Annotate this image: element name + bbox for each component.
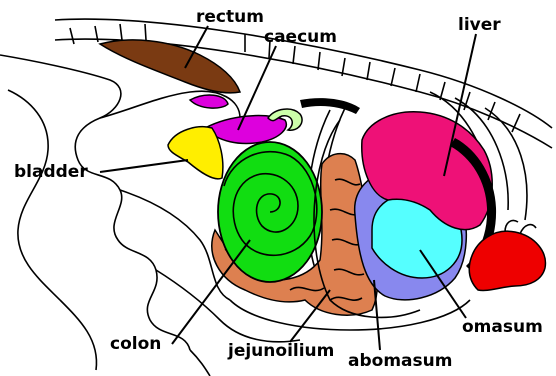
leader-bladder xyxy=(100,160,188,172)
bladder-organ xyxy=(168,127,223,179)
caecum-upper-organ xyxy=(190,95,228,108)
label-abomasum: abomasum xyxy=(348,351,452,371)
label-omasum: omasum xyxy=(462,317,543,337)
heart-organ xyxy=(469,231,545,290)
label-caecum: caecum xyxy=(264,27,337,47)
label-jejunoilium: jejunoilium xyxy=(227,341,334,361)
label-bladder: bladder xyxy=(14,162,88,182)
leader-colon xyxy=(172,240,250,344)
label-liver: liver xyxy=(458,15,501,35)
label-rectum: rectum xyxy=(196,7,264,27)
rectum-organ xyxy=(100,40,240,93)
label-colon: colon xyxy=(110,334,161,354)
